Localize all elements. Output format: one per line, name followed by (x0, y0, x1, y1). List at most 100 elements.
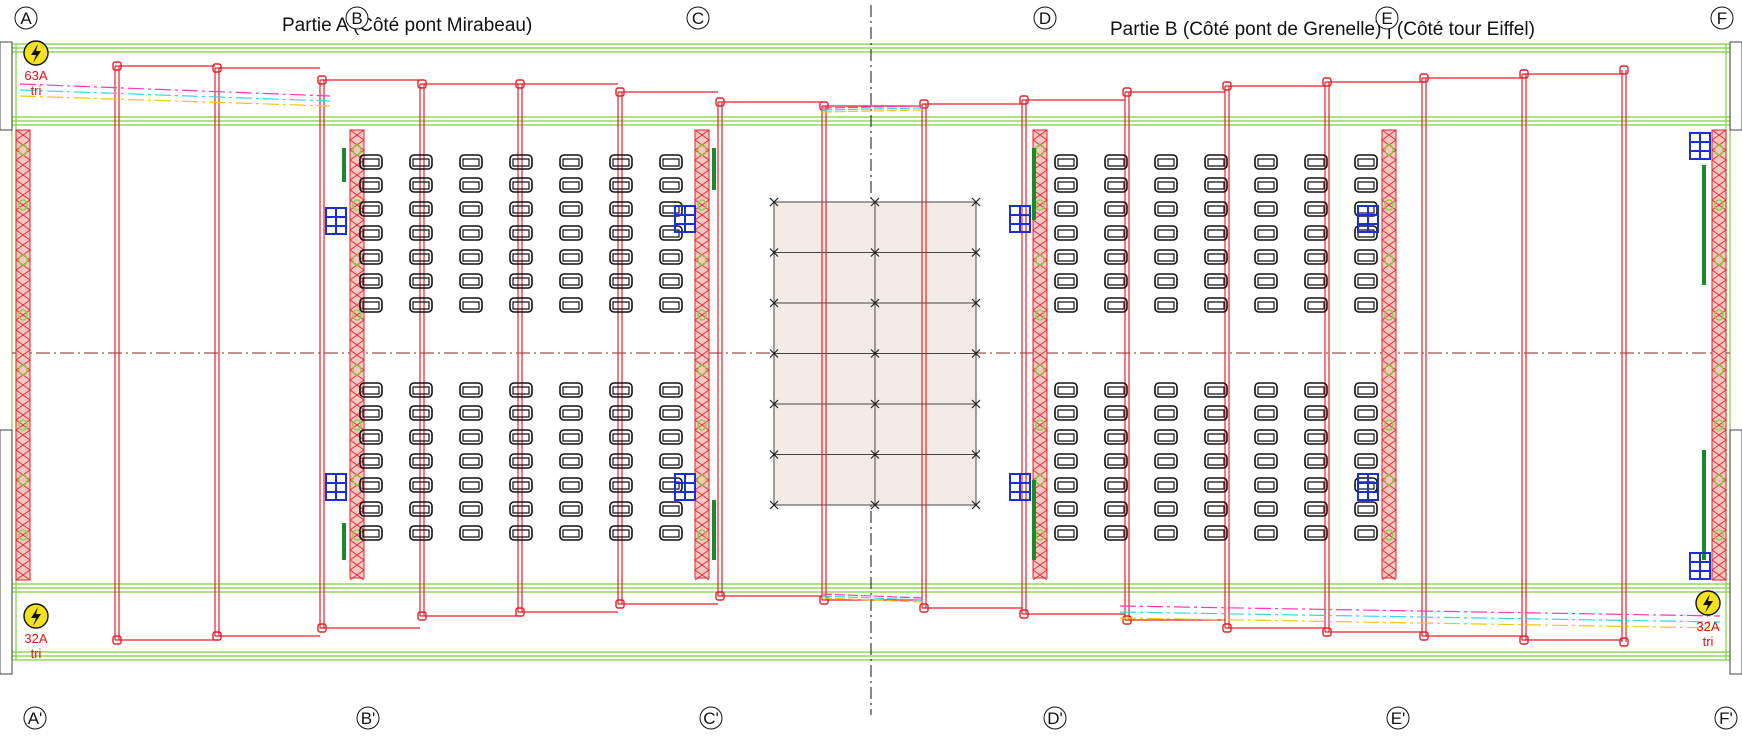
truss-brace (1711, 329, 1727, 341)
chair-icon (659, 525, 683, 541)
power-amps-label: 63A (24, 68, 47, 83)
truss-clamp-icon (1035, 309, 1045, 321)
chair-icon (509, 382, 533, 398)
truss-clamp-icon (697, 254, 707, 266)
cable-runs (19, 83, 1721, 629)
chair-icon (459, 405, 483, 421)
chair-icon (559, 177, 583, 193)
truss-brace (349, 299, 365, 311)
truss-clamp-icon (1714, 419, 1724, 431)
truss-brace (349, 409, 365, 421)
truss-brace (694, 419, 710, 431)
truss-brace (1381, 549, 1397, 561)
chair-icon (1254, 453, 1278, 469)
truss-clamp-icon (1384, 199, 1394, 211)
truss-brace (15, 339, 31, 351)
chair-icon (559, 382, 583, 398)
chair-icon (459, 201, 483, 217)
truss-brace (349, 219, 365, 231)
axis-label-b: B (351, 9, 362, 28)
chair-icon (1254, 525, 1278, 541)
truss-clamp-icon (352, 254, 362, 266)
chair-icon (359, 501, 383, 517)
chair-icon (1154, 201, 1178, 217)
beam-joint-icon (1619, 65, 1629, 75)
truss-brace (1711, 459, 1727, 471)
truss-clamp-icon (18, 474, 28, 486)
truss-brace (694, 129, 710, 141)
truss-clamp-icon (352, 309, 362, 321)
wall-bracket (0, 429, 13, 675)
chair-icon (1104, 201, 1128, 217)
chair-icon (409, 525, 433, 541)
chair-icon (409, 453, 433, 469)
beam-joint-icon (1322, 77, 1332, 87)
truss-clamp-icon (352, 199, 362, 211)
truss-brace (1032, 279, 1048, 291)
chair-icon (1054, 297, 1078, 313)
truss-brace (1711, 539, 1727, 551)
chair-icon (409, 405, 433, 421)
truss-icon (1032, 129, 1048, 581)
chair-icon (1104, 405, 1128, 421)
truss-brace (1381, 539, 1397, 551)
cable-run-middle (821, 593, 923, 599)
chair-icon (359, 429, 383, 445)
truss-brace (349, 539, 365, 551)
chair-icon (1304, 525, 1328, 541)
truss-brace (349, 389, 365, 401)
truss-brace (15, 559, 31, 571)
truss-brace (1381, 279, 1397, 291)
chair-icon (659, 177, 683, 193)
chair-icon (1204, 525, 1228, 541)
truss-brace (1032, 389, 1048, 401)
truss-brace (1032, 269, 1048, 281)
chair-icon (1304, 429, 1328, 445)
truss-icon (1711, 129, 1727, 581)
chair-icon (659, 429, 683, 445)
truss-brace (1381, 319, 1397, 331)
truss-brace (349, 159, 365, 171)
truss-clamp-icon (18, 419, 28, 431)
axis-label-d-prime: D' (1047, 709, 1063, 728)
truss-brace (1032, 319, 1048, 331)
chair-icon (359, 477, 383, 493)
truss-brace (349, 179, 365, 191)
truss-brace (1381, 519, 1397, 531)
cable-run-bottom (1119, 605, 1721, 617)
truss-brace (1711, 209, 1727, 221)
truss-clamp-icon (1035, 419, 1045, 431)
chair-icon (459, 525, 483, 541)
chair-icon (459, 154, 483, 170)
beam-joint-icon (1619, 637, 1629, 647)
truss-brace (1032, 299, 1048, 311)
truss-brace (694, 459, 710, 471)
chair-icon (359, 382, 383, 398)
truss-brace (15, 509, 31, 521)
truss-brace (349, 499, 365, 511)
truss-brace (1711, 179, 1727, 191)
truss-brace (694, 499, 710, 511)
truss-brace (1711, 419, 1727, 431)
truss-brace (694, 489, 710, 501)
truss-brace (1711, 279, 1727, 291)
truss-brace (15, 159, 31, 171)
truss-brace (349, 349, 365, 361)
beam-joint-icon (1519, 69, 1529, 79)
truss-brace (15, 439, 31, 451)
truss-brace (1711, 299, 1727, 311)
power-outlet-icon (1695, 590, 1721, 616)
truss-brace (15, 379, 31, 391)
chair-icon (409, 429, 433, 445)
chair-icon (1204, 225, 1228, 241)
chair-icon (1204, 429, 1228, 445)
beam-joint-icon (1322, 627, 1332, 637)
chair-icon (1254, 477, 1278, 493)
truss-brace (1381, 439, 1397, 451)
chair-icon (509, 177, 533, 193)
side-panel (1702, 450, 1706, 560)
truss-brace (1032, 339, 1048, 351)
truss-brace (1711, 559, 1727, 571)
floor-cross-icon (769, 248, 779, 257)
chair-icon (559, 154, 583, 170)
